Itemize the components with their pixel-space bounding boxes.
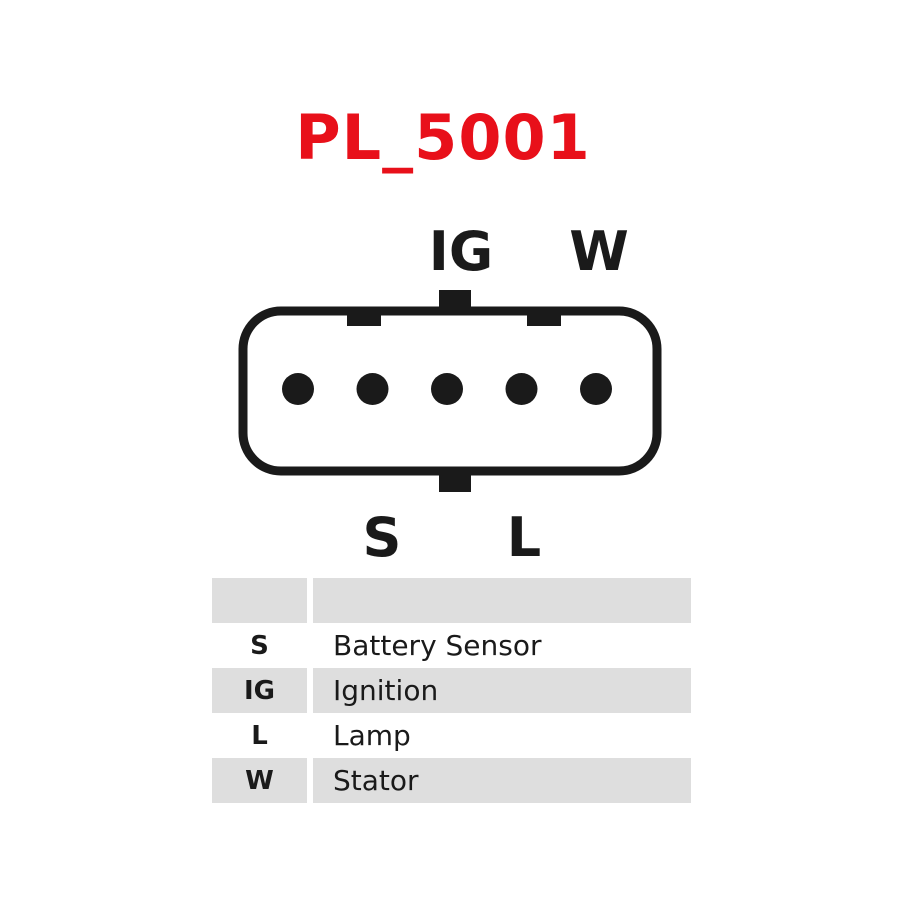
legend-row-s: S Battery Sensor: [212, 623, 691, 668]
legend-header-row: [212, 578, 691, 623]
part-number-title: PL_5001: [295, 101, 591, 174]
pin-label-w: W: [569, 220, 629, 283]
legend-code: IG: [212, 668, 307, 713]
contact-pin-5: [580, 373, 612, 405]
legend-description: Battery Sensor: [333, 629, 542, 662]
legend-header-description: [313, 578, 691, 623]
key-tab-bottom-center: [439, 468, 471, 492]
pin-label-ig: IG: [428, 220, 494, 283]
legend-row-w: W Stator: [212, 758, 691, 803]
legend-header-code: [212, 578, 307, 623]
legend-code: W: [212, 758, 307, 803]
contact-pin-4: [505, 373, 538, 405]
contact-pin-2: [356, 373, 389, 405]
legend-description: Ignition: [313, 668, 691, 713]
pin-legend-table: S Battery Sensor IG Ignition L Lamp W St…: [212, 578, 691, 803]
key-tab-top-center: [439, 290, 471, 314]
contact-pin-3: [431, 373, 463, 405]
key-tab-top-left: [347, 313, 381, 326]
pin-label-l: L: [506, 506, 542, 569]
legend-description: Stator: [313, 758, 691, 803]
contact-pin-1: [282, 373, 314, 405]
legend-row-ig: IG Ignition: [212, 668, 691, 713]
legend-description: Lamp: [333, 719, 411, 752]
key-tab-top-right: [527, 313, 561, 326]
legend-row-l: L Lamp: [212, 713, 691, 758]
legend-code: L: [251, 720, 268, 751]
pin-label-s: S: [362, 506, 402, 569]
contacts-group: [282, 373, 612, 405]
legend-code: S: [250, 630, 269, 661]
